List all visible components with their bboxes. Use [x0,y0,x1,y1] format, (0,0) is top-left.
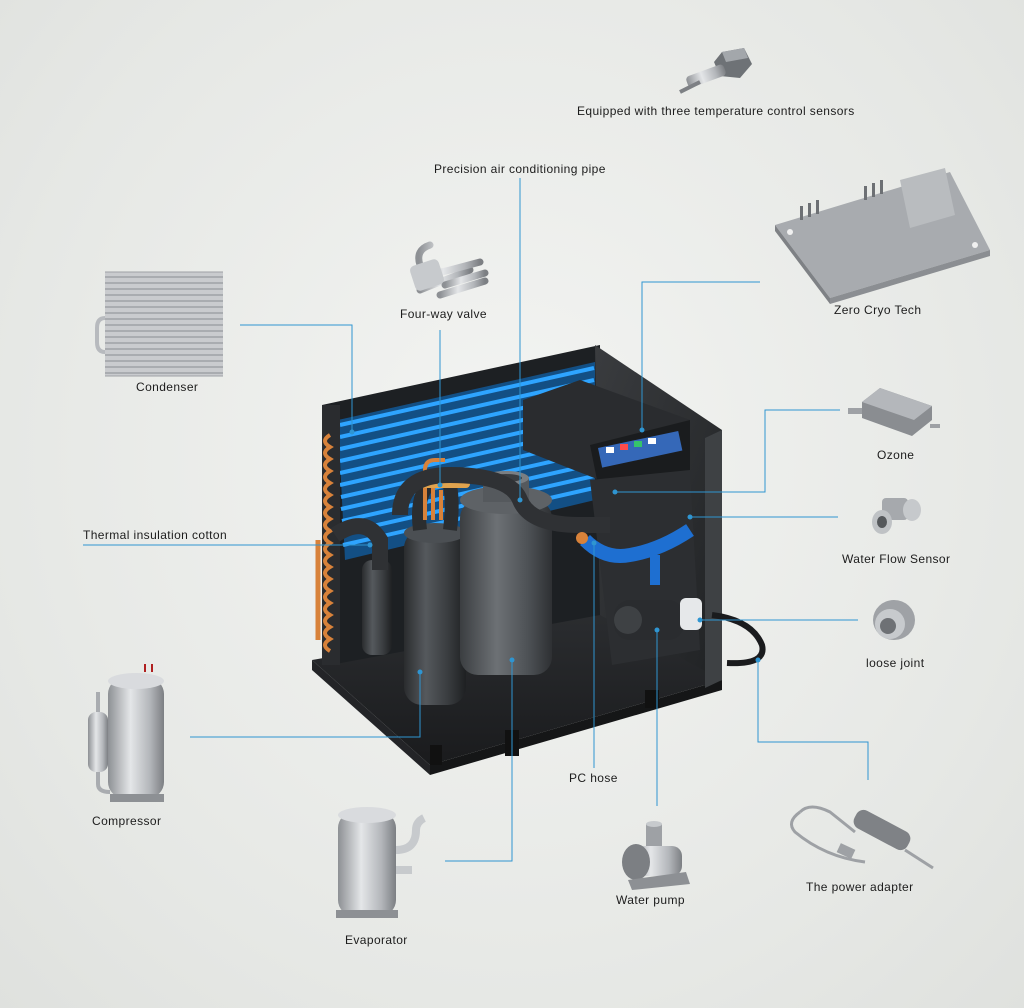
water-pump-body [614,598,702,640]
water-pump-icon [622,821,690,890]
label-compressor: Compressor [92,814,162,828]
label-control-board: Zero Cryo Tech [834,303,922,317]
label-power-adapter: The power adapter [806,880,914,894]
label-condenser: Condenser [136,380,199,394]
evaporator-body [460,471,552,675]
control-board-icon [775,168,990,304]
label-air-conditioning-pipe: Precision air conditioning pipe [434,162,606,176]
power-cable [711,612,766,667]
label-water-flow-sensor: Water Flow Sensor [842,552,951,566]
evaporator-icon [336,807,426,918]
loose-joint-icon [873,600,915,640]
chiller-unit [312,345,766,775]
water-flow-sensor-icon [872,498,921,534]
label-thermal-insulation: Thermal insulation cotton [83,528,228,542]
label-ozone: Ozone [877,448,915,462]
power-adapter-icon [789,805,934,870]
ozone-generator-icon [848,388,940,436]
copper-tubing [315,433,334,653]
label-pc-hose: PC hose [569,771,618,785]
label-temperature-sensors: Equipped with three temperature control … [577,104,855,118]
leader-lines [83,178,869,862]
label-evaporator: Evaporator [345,933,408,947]
label-four-way-valve: Four-way valve [400,307,487,321]
valve-body-icon [410,259,444,291]
temperature-sensor-icon [679,48,752,94]
condenser-icon [95,271,223,377]
insulated-hose [330,518,388,570]
label-loose-joint: loose joint [866,656,925,670]
label-water-pump: Water pump [616,893,685,907]
pc-hose-body [580,524,694,563]
compressor-icon [88,664,164,802]
